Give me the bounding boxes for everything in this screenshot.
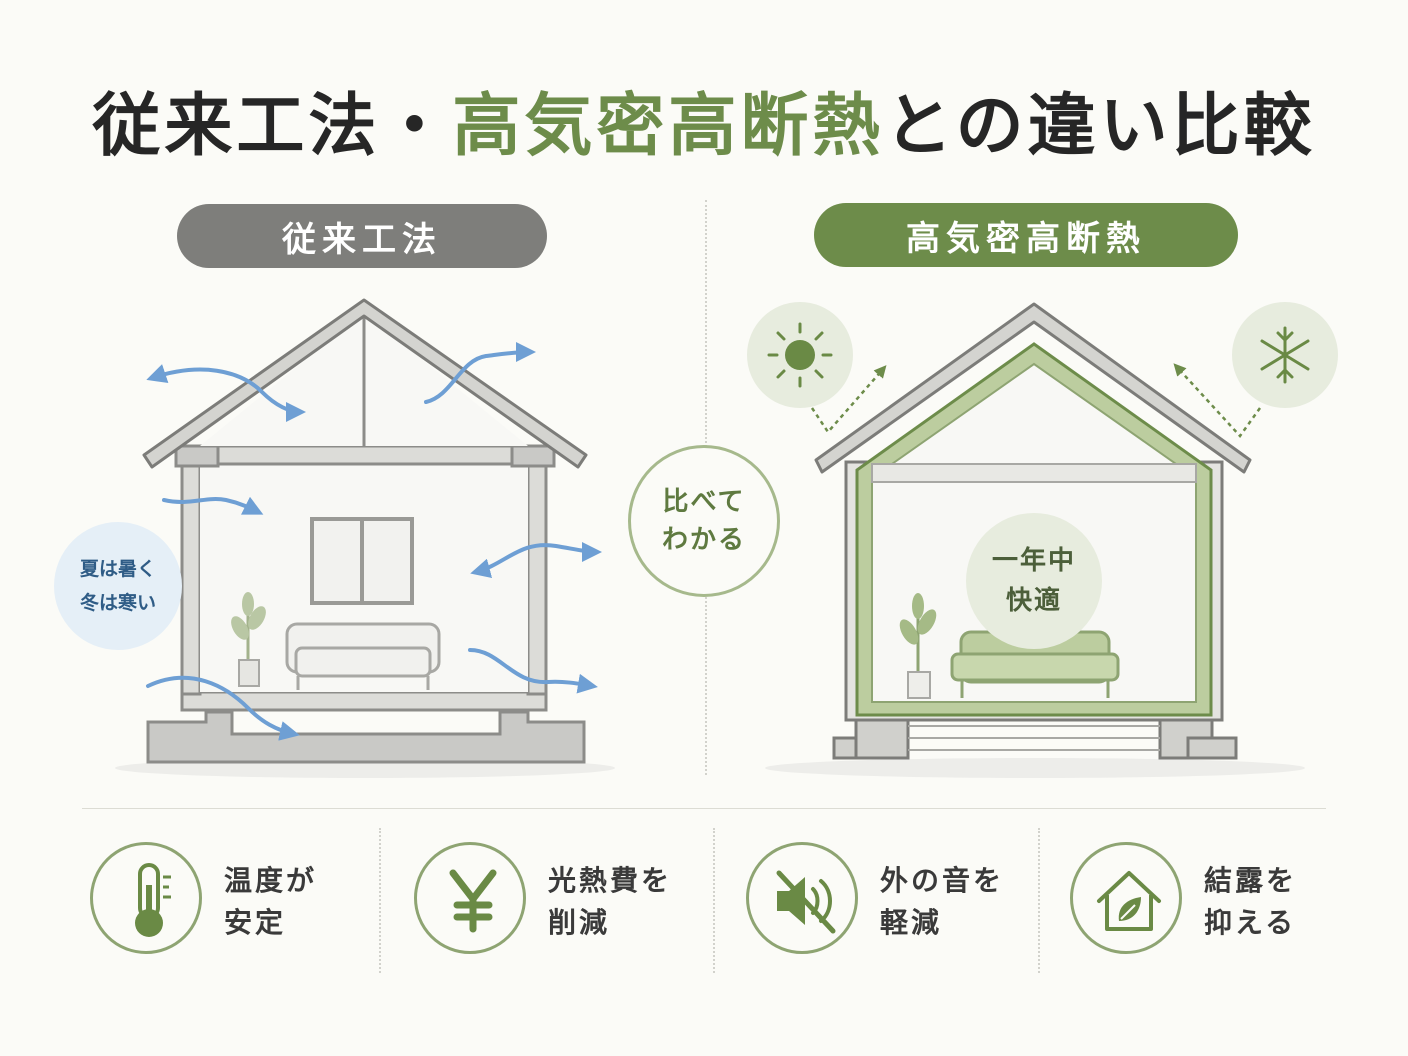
feature-temperature: 温度が 安定: [90, 842, 390, 958]
feature-temperature-text: 温度が 安定: [224, 860, 317, 944]
comfortable-line-2: 快適: [1005, 586, 1062, 616]
house-diagrams: [115, 298, 1338, 778]
compare-line-2: わかる: [661, 525, 746, 555]
feature-condensation-line-2: 抑える: [1204, 906, 1297, 939]
compare-bubble: 比べて わかる: [628, 445, 780, 597]
title-part-conventional: 従来工法・: [92, 87, 453, 166]
sun-icon: [747, 302, 853, 408]
conventional-house: [115, 298, 615, 778]
yen-icon: [414, 842, 526, 954]
feature-energy-cost-text: 光熱費を 削減: [548, 860, 672, 944]
feature-energy-cost: 光熱費を 削減: [414, 842, 714, 958]
uncomfortable-line-2: 冬は寒い: [79, 592, 156, 614]
feature-condensation: 結露を 抑える: [1070, 842, 1370, 958]
page-title: 従来工法・高気密高断熱との違い比較: [0, 82, 1408, 172]
compare-line-1: 比べて: [662, 487, 746, 517]
title-part-comparison: との違い比較: [884, 87, 1316, 166]
feature-condensation-text: 結露を 抑える: [1204, 860, 1297, 944]
thermometer-icon: [90, 842, 202, 954]
uncomfortable-line-1: 夏は暑く: [79, 558, 156, 580]
feature-noise-text: 外の音を 軽減: [880, 860, 1004, 944]
feature-temperature-line-1: 温度が: [224, 864, 318, 897]
leaf-house-icon: [1070, 842, 1182, 954]
title-part-insulated: 高気密高断熱: [452, 87, 885, 166]
uncomfortable-bubble: 夏は暑く 冬は寒い: [54, 522, 182, 650]
insulated-label: 高気密高断熱: [814, 203, 1238, 267]
snowflake-icon: [1232, 302, 1338, 408]
feature-separator: [1038, 828, 1040, 973]
feature-separator: [379, 828, 381, 973]
feature-condensation-line-1: 結露を: [1204, 864, 1298, 897]
section-divider: [82, 808, 1326, 809]
feature-noise: 外の音を 軽減: [746, 842, 1046, 958]
comfortable-bubble: 一年中 快適: [966, 513, 1102, 649]
comfortable-line-1: 一年中: [991, 546, 1076, 576]
feature-noise-line-2: 軽減: [880, 906, 943, 939]
feature-temperature-line-2: 安定: [224, 906, 287, 939]
conventional-label: 従来工法: [177, 204, 547, 268]
feature-noise-line-1: 外の音を: [880, 864, 1005, 897]
muted-speaker-icon: [746, 842, 858, 954]
feature-energy-cost-line-1: 光熱費を: [548, 864, 673, 897]
feature-energy-cost-line-2: 削減: [548, 906, 611, 939]
feature-separator: [713, 828, 715, 973]
